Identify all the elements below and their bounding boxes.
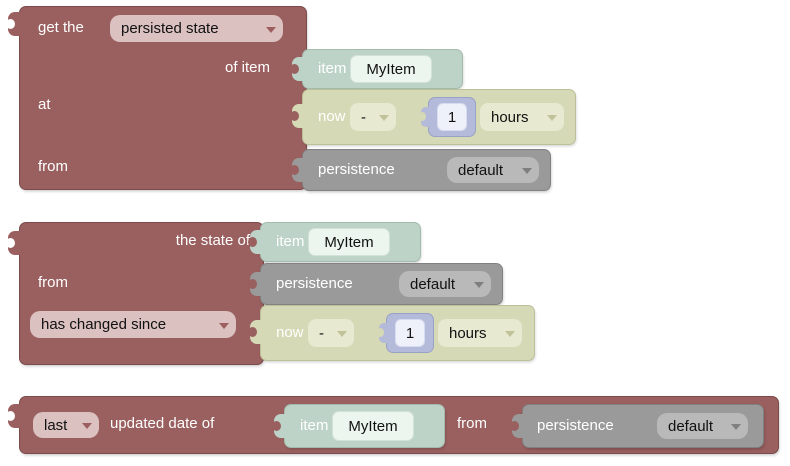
label-item: item xyxy=(276,233,305,250)
connector-tab-icon xyxy=(290,104,304,128)
block-item[interactable]: item MyItem xyxy=(248,223,420,261)
connector-tab-icon xyxy=(248,230,262,254)
dropdown-arrow-icon xyxy=(522,168,532,174)
number-field[interactable]: 1 xyxy=(438,104,466,130)
block-item[interactable]: item MyItem xyxy=(290,50,462,88)
label-the-state-of: the state of xyxy=(175,232,250,249)
connector-tab-icon xyxy=(248,320,262,344)
label-item: item xyxy=(300,417,329,434)
connector-tab-icon xyxy=(272,414,286,438)
label-now: now xyxy=(318,108,346,125)
label-from: from xyxy=(457,415,487,432)
unit-dropdown[interactable]: hours xyxy=(480,103,564,131)
item-name-field[interactable]: MyItem xyxy=(309,229,389,255)
block-last-updated-date[interactable]: last updated date of item MyItem from pe… xyxy=(6,397,778,453)
connector-tab-icon xyxy=(510,414,524,438)
label-persistence: persistence xyxy=(276,275,353,292)
dropdown-arrow-icon xyxy=(266,26,276,33)
block-datetime-now-minus[interactable]: now - 1 hours xyxy=(248,306,534,360)
block-datetime-now-minus[interactable]: now - 1 hours xyxy=(290,90,575,144)
block-get-persisted-state[interactable]: get the persisted state of item at from xyxy=(6,7,306,189)
dropdown-arrow-icon xyxy=(379,115,389,121)
persistence-service-dropdown[interactable]: default xyxy=(657,413,748,439)
label-get-the: get the xyxy=(38,19,84,36)
block-item[interactable]: item MyItem xyxy=(272,405,444,447)
operator-dropdown[interactable]: - xyxy=(308,319,354,347)
connector-tab-icon xyxy=(6,231,20,255)
connector-tab-icon xyxy=(290,158,304,182)
state-check-dropdown[interactable]: has changed since xyxy=(30,311,236,338)
block-persistence[interactable]: persistence default xyxy=(290,150,550,190)
block-persistence[interactable]: persistence default xyxy=(510,405,763,447)
label-at: at xyxy=(38,96,51,113)
block-persistence[interactable]: persistence default xyxy=(248,264,502,304)
connector-tab-icon xyxy=(6,404,20,428)
dropdown-arrow-icon xyxy=(547,115,557,121)
dropdown-arrow-icon xyxy=(474,282,484,288)
number-field[interactable]: 1 xyxy=(396,320,424,346)
item-name-field[interactable]: MyItem xyxy=(333,412,413,440)
connector-tab-icon xyxy=(419,107,430,127)
dropdown-arrow-icon xyxy=(505,331,515,337)
operator-dropdown[interactable]: - xyxy=(350,103,396,131)
label-now: now xyxy=(276,324,304,341)
persisted-type-dropdown[interactable]: persisted state xyxy=(110,15,283,42)
block-state-check[interactable]: the state of from has changed since xyxy=(6,223,263,364)
label-item: item xyxy=(318,60,347,77)
label-from: from xyxy=(38,274,68,291)
connector-tab-icon xyxy=(6,12,20,36)
label-persistence: persistence xyxy=(318,161,395,178)
unit-dropdown[interactable]: hours xyxy=(438,319,522,347)
dropdown-arrow-icon xyxy=(219,322,229,329)
dropdown-arrow-icon xyxy=(731,424,741,430)
block-number[interactable]: 1 xyxy=(377,314,433,352)
item-name-field[interactable]: MyItem xyxy=(351,56,431,82)
connector-tab-icon xyxy=(248,272,262,296)
dropdown-arrow-icon xyxy=(82,423,92,429)
which-update-dropdown[interactable]: last xyxy=(33,412,99,438)
block-number[interactable]: 1 xyxy=(419,98,475,136)
dropdown-arrow-icon xyxy=(337,331,347,337)
label-updated-date-of: updated date of xyxy=(110,415,215,432)
label-persistence: persistence xyxy=(537,417,614,434)
connector-tab-icon xyxy=(290,57,304,81)
persistence-service-dropdown[interactable]: default xyxy=(447,157,539,183)
persistence-service-dropdown[interactable]: default xyxy=(399,271,491,297)
connector-tab-icon xyxy=(377,323,388,343)
label-of-item: of item xyxy=(224,59,270,76)
label-from: from xyxy=(38,158,68,175)
